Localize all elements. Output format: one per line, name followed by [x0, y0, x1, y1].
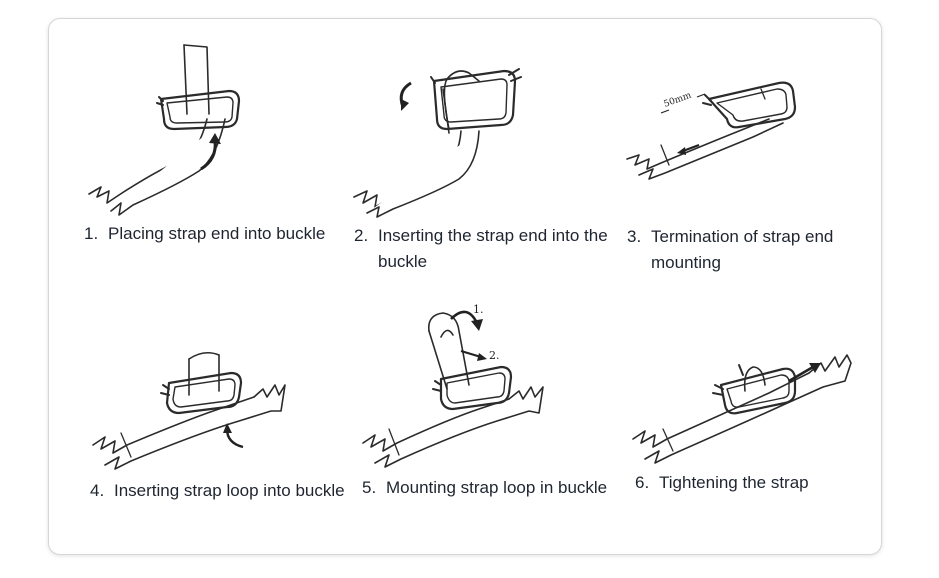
step-2-number: 2. [354, 226, 369, 245]
step-6-text: Tightening the strap [659, 473, 809, 492]
step-4-illustration [92, 351, 286, 470]
step-2-text: Inserting the strap end into the buckle [378, 226, 608, 271]
step-5-number: 5. [362, 478, 377, 497]
step-4-caption: 4. Inserting strap loop into buckle [90, 478, 350, 504]
step-3-number: 3. [627, 227, 642, 246]
step-3-caption: 3. Termination of strap end mounting [627, 224, 887, 276]
step-6-number: 6. [635, 473, 650, 492]
step-1-caption: 1. Placing strap end into buckle [84, 221, 344, 247]
step-5-text: Mounting strap loop in buckle [386, 478, 608, 497]
step-1-number: 1. [84, 224, 99, 243]
step-1-illustration [88, 44, 241, 216]
step-3-text: Termination of strap end mounting [651, 227, 834, 272]
step-2-illustration [353, 68, 522, 218]
instruction-panel: 1. Placing strap end into buckle [48, 18, 882, 555]
sub-step-2-label: 2. [489, 349, 500, 362]
step-3-illustration: 50mm [626, 81, 797, 180]
step-5-illustration: 1. 2. [362, 303, 544, 468]
step-5-caption: 5. Mounting strap loop in buckle [362, 475, 622, 501]
sub-step-1-label: 1. [473, 303, 484, 316]
step-4-number: 4. [90, 481, 105, 500]
step-6-illustration [632, 354, 852, 464]
step-2-caption: 2. Inserting the strap end into the buck… [354, 223, 614, 275]
step-6-caption: 6. Tightening the strap [635, 470, 895, 496]
step-1-text: Placing strap end into buckle [108, 224, 326, 243]
step-4-text: Inserting strap loop into buckle [114, 481, 345, 500]
